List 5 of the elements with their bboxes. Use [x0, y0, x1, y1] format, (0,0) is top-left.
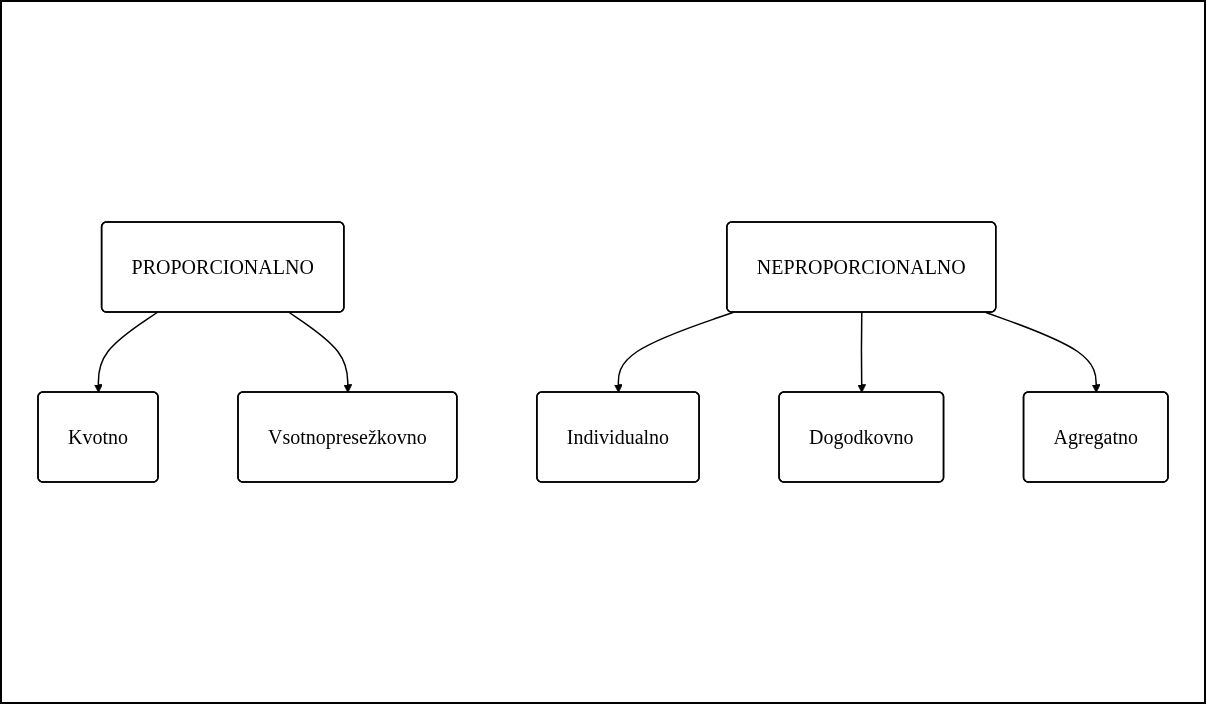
arrow — [614, 311, 734, 393]
arrow — [288, 311, 353, 393]
arrow — [985, 311, 1101, 393]
arrow — [857, 311, 867, 393]
arrow — [94, 311, 158, 393]
